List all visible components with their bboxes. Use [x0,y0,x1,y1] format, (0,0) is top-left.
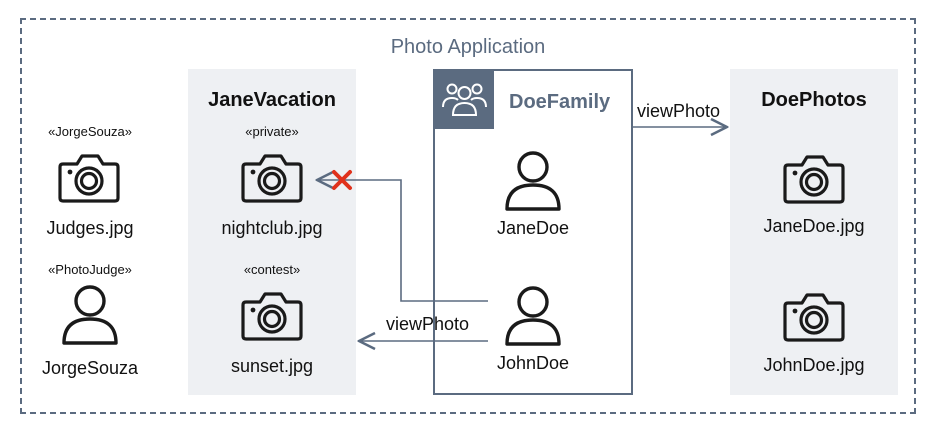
edge-label: viewPhoto [637,101,721,121]
edge-john-to-nightclub [317,180,488,302]
application-boundary [20,18,916,414]
stereotype-label: «contest» [243,262,301,277]
file-label: JohnDoe.jpg [763,355,865,375]
stereotype-label: «JorgeSouza» [48,124,132,139]
group-icon [435,71,494,129]
group-title: DoeFamily [509,91,611,113]
diagram-title: Photo Application [390,36,546,58]
file-label: Judges.jpg [46,218,134,238]
file-label: nightclub.jpg [221,218,323,238]
stereotype-label: «PhotoJudge» [48,262,132,277]
user-label: JohnDoe [496,353,570,373]
file-label: sunset.jpg [230,356,314,376]
jane-vacation-panel: JaneVacation «private» nightclub.jpg «co… [188,69,356,395]
doe-photos-panel: DoePhotos JaneDoe.jpg JohnDoe.jpg [730,69,898,395]
panel-title: DoePhotos [761,89,867,111]
user-label: JaneDoe [496,218,570,238]
deny-x-icon [332,170,352,190]
stereotype-label: «private» [245,124,299,139]
file-label: JaneDoe.jpg [763,216,865,236]
panel-title: JaneVacation [208,89,336,111]
user-label: JorgeSouza [41,358,139,378]
edge-label: viewPhoto [386,314,470,334]
